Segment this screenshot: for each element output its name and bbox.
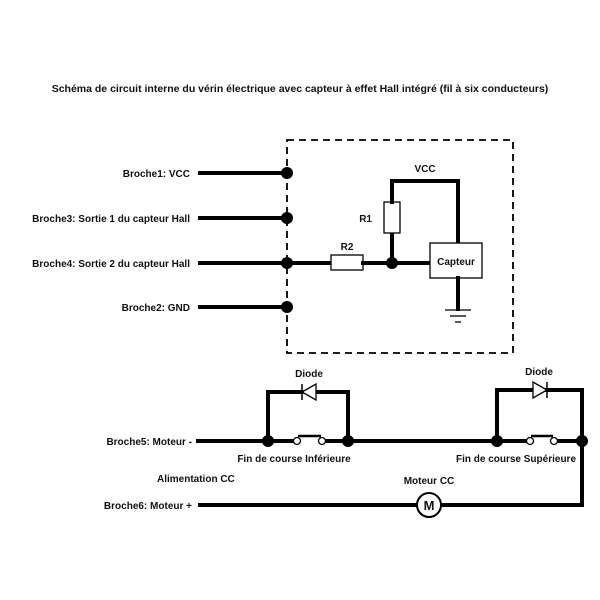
pin-label-broche2: Broche2: GND (122, 303, 190, 314)
diode-upper-label: Diode (525, 367, 553, 378)
r2-label: R2 (341, 242, 354, 253)
wire-vcc (390, 179, 460, 245)
sensor-enclosure (286, 139, 514, 354)
motor-symbol: M (424, 498, 435, 513)
pin-label-broche6: Broche6: Moteur + (104, 501, 192, 512)
junction-dot (281, 212, 293, 224)
diode-upper-icon (532, 380, 549, 400)
switch-upper-label: Fin de course Supérieure (456, 454, 576, 465)
wire-diode-right-b (545, 388, 584, 443)
limit-switch-lower-icon (292, 434, 327, 446)
wire-motor-return (439, 439, 584, 507)
pin-label-broche3: Broche3: Sortie 1 du capteur Hall (32, 214, 190, 225)
diode-lower-label: Diode (295, 369, 323, 380)
junction-dot (342, 435, 354, 447)
diode-lower-icon (300, 382, 317, 402)
limit-switch-lower-group: Diode Fin de course Inférieure (237, 369, 354, 465)
sensor-label: Capteur (437, 257, 475, 268)
pin-label-broche1: Broche1: VCC (123, 169, 190, 180)
limit-switch-upper-group: Diode Fin de course Supérieure (456, 367, 588, 465)
limit-switch-upper-icon (525, 434, 559, 446)
vcc-label: VCC (414, 164, 435, 175)
junction-dot (262, 435, 274, 447)
wire-diode-left-a (266, 390, 304, 443)
resistor-r2 (330, 254, 364, 271)
wire-diode-left-b (314, 390, 350, 443)
junction-dot (281, 167, 293, 179)
pin-label-broche4: Broche4: Sortie 2 du capteur Hall (32, 259, 190, 270)
resistor-r1 (383, 201, 401, 234)
diagram-title: Schéma de circuit interne du vérin élect… (52, 83, 549, 95)
junction-dot (491, 435, 503, 447)
motor-icon: M (416, 492, 442, 518)
ground-icon (445, 309, 471, 323)
power-label: Alimentation CC (157, 474, 235, 485)
r1-label: R1 (359, 214, 372, 225)
junction-dot (281, 257, 293, 269)
pin-label-broche5: Broche5: Moteur - (106, 437, 192, 448)
junction-dot (281, 301, 293, 313)
motor-label: Moteur CC (404, 476, 455, 487)
wire-diode-right-a (495, 388, 535, 443)
switch-lower-label: Fin de course Inférieure (237, 454, 351, 465)
